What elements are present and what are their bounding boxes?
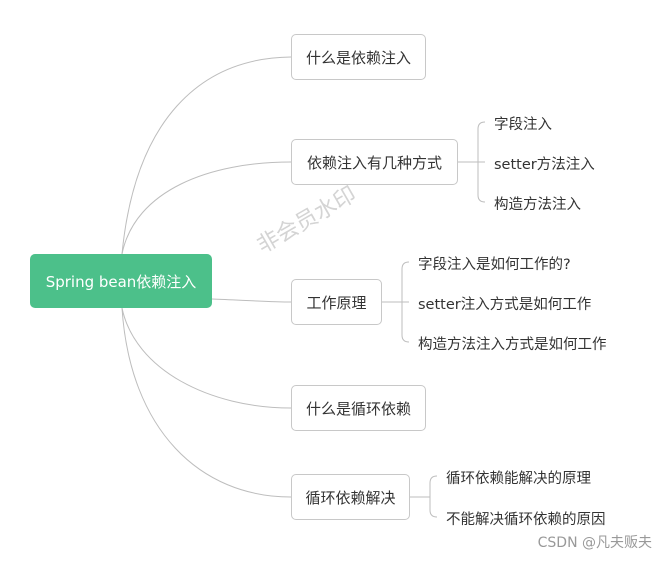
link-root-branch-1 — [121, 56, 292, 255]
link-root-branch-2 — [121, 161, 292, 255]
leaf-setter-injection[interactable]: setter方法注入 — [494, 157, 595, 173]
branch-node-what-is-circular[interactable]: 什么是循环依赖 — [291, 385, 426, 431]
link-root-branch-4 — [121, 307, 292, 409]
credit-text: CSDN @凡夫贩夫 — [537, 535, 652, 551]
leaf-constructor-how[interactable]: 构造方法注入方式是如何工作 — [418, 337, 607, 353]
branch-node-how-it-works[interactable]: 工作原理 — [291, 279, 382, 325]
root-node[interactable]: Spring bean依赖注入 — [30, 254, 212, 308]
leaf-circular-reason[interactable]: 不能解决循环依赖的原因 — [446, 512, 606, 528]
bracket-5 — [429, 475, 438, 518]
leaf-constructor-injection[interactable]: 构造方法注入 — [494, 197, 581, 213]
link-root-branch-3 — [211, 298, 292, 303]
branch-node-what-is-di[interactable]: 什么是依赖注入 — [291, 34, 426, 80]
link-root-branch-5 — [121, 307, 292, 498]
leaf-setter-how[interactable]: setter注入方式是如何工作 — [418, 297, 592, 313]
leaf-field-injection[interactable]: 字段注入 — [494, 117, 552, 133]
leaf-field-how[interactable]: 字段注入是如何工作的? — [418, 257, 571, 273]
leaf-circular-principle[interactable]: 循环依赖能解决的原理 — [446, 471, 591, 487]
branch-node-injection-types[interactable]: 依赖注入有几种方式 — [291, 139, 458, 185]
branch-node-circular-resolution[interactable]: 循环依赖解决 — [291, 474, 410, 520]
